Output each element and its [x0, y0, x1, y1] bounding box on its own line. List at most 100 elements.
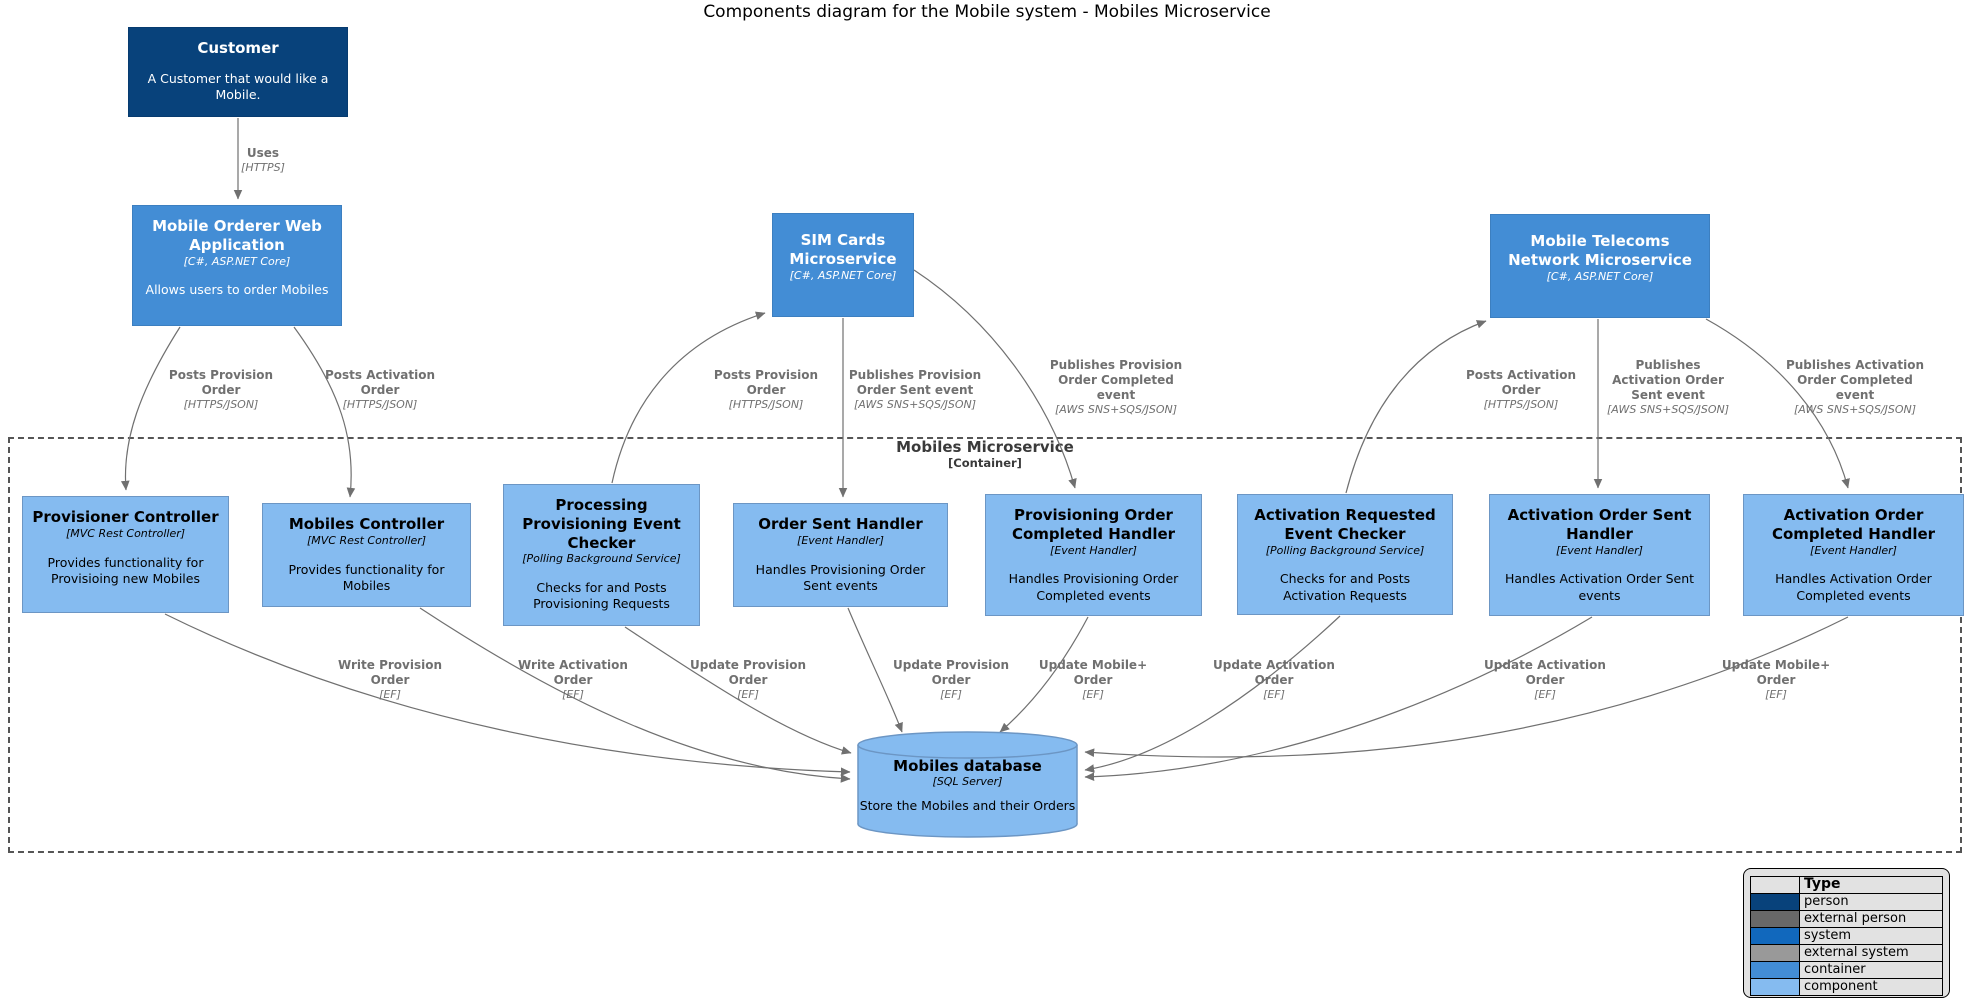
legend-header-row: Type — [1750, 876, 1943, 894]
edge-name: Posts Provision Order — [168, 368, 274, 397]
edge-name: Publishes Provision Order Completed even… — [1049, 358, 1183, 402]
edge-name: Update Activation Order — [1484, 658, 1606, 687]
edge-name: Update Mobile+ Order — [1721, 658, 1831, 687]
arrow-arec-to-db — [1084, 615, 1341, 773]
node-technology: [Event Handler] — [1556, 543, 1643, 557]
edge-tech: [EF] — [1765, 688, 1787, 701]
node-description: Provides functionality for Provisioing n… — [47, 554, 204, 586]
legend-row-system: system — [1750, 927, 1943, 945]
edge-name: Update Activation Order — [1213, 658, 1335, 687]
edge-name: Write Activation Order — [518, 658, 628, 687]
node-name: Mobile Telecoms Network Microservice — [1508, 232, 1692, 269]
node-activation-order-sent-handler: Activation Order Sent Handler [Event Han… — [1489, 494, 1710, 616]
edge-label-posts-activation-order-net: Posts Activation Order [HTTPS/JSON] — [1455, 368, 1587, 412]
node-mobile-orderer-web-application: Mobile Orderer Web Application [C#, ASP.… — [132, 205, 342, 326]
edge-tech: [AWS SNS+SQS/JSON] — [1606, 403, 1730, 416]
node-name: Provisioner Controller — [32, 508, 219, 526]
legend-swatch-external-person — [1750, 910, 1800, 928]
edge-label-publishes-activation-completed: Publishes Activation Order Completed eve… — [1783, 358, 1928, 417]
edge-label-posts-provision-order-sim: Posts Provision Order [HTTPS/JSON] — [706, 368, 826, 412]
node-sim-cards-microservice: SIM Cards Microservice [C#, ASP.NET Core… — [772, 213, 914, 317]
edge-label-uses: Uses [HTTPS] — [218, 146, 308, 175]
node-technology: [Event Handler] — [797, 533, 884, 547]
arrow-provisioner-controller-to-db — [164, 613, 851, 777]
legend-table: Type person external person system exter… — [1750, 876, 1943, 996]
edge-tech: [EF] — [562, 688, 584, 701]
edge-label-update-provision-order-2: Update Provision Order [EF] — [887, 658, 1015, 702]
node-customer: Customer A Customer that would like a Mo… — [128, 27, 348, 117]
edge-name: Publishes Activation Order Completed eve… — [1785, 358, 1925, 402]
node-mobile-telecoms-network-microservice: Mobile Telecoms Network Microservice [C#… — [1490, 214, 1710, 318]
node-technology: [C#, ASP.NET Core] — [183, 254, 291, 268]
node-name: Customer — [197, 39, 279, 57]
edge-tech: [HTTPS/JSON] — [183, 398, 259, 411]
node-description: A Customer that would like a Mobile. — [147, 70, 329, 102]
node-description: Handles Provisioning Order Completed eve… — [1008, 571, 1179, 603]
edge-label-publishes-activation-sent: Publishes Activation Order Sent event [A… — [1599, 358, 1737, 417]
node-technology: [SQL Server] — [932, 775, 1003, 788]
node-name: Processing Provisioning Event Checker — [522, 496, 681, 552]
node-name: Order Sent Handler — [758, 515, 923, 533]
arrow-ppec-to-db — [624, 626, 852, 755]
edge-tech: [HTTPS/JSON] — [728, 398, 804, 411]
node-technology: [Polling Background Service] — [522, 552, 681, 566]
legend-label-external-system: external system — [1799, 944, 1943, 962]
node-name: Activation Order Sent Handler — [1507, 506, 1692, 543]
edge-name: Posts Provision Order — [713, 368, 819, 397]
edge-tech: [AWS SNS+SQS/JSON] — [1054, 403, 1178, 416]
edge-tech: [EF] — [1534, 688, 1556, 701]
edge-name: Update Provision Order — [892, 658, 1009, 687]
arrow-order-sent-handler-to-db — [847, 607, 903, 733]
arrow-mobiles-controller-to-db — [419, 607, 851, 783]
container-boundary — [8, 437, 1962, 853]
node-name: Activation Order Completed Handler — [1771, 506, 1936, 543]
edge-label-posts-activation-order-web: Posts Activation Order [HTTPS/JSON] — [315, 368, 445, 412]
node-name: Mobiles database — [893, 757, 1042, 775]
legend-label-external-person: external person — [1799, 910, 1943, 928]
edge-label-write-provision-order: Write Provision Order [EF] — [331, 658, 449, 702]
edge-tech: [EF] — [737, 688, 759, 701]
arrow-webapp-to-mobiles-controller — [293, 326, 356, 498]
edge-tech: [EF] — [1082, 688, 1104, 701]
arrow-telecoms-to-aoch — [1705, 318, 1850, 489]
legend-label-person: person — [1799, 893, 1943, 911]
edge-name: Publishes Provision Order Sent event — [848, 368, 982, 397]
node-mobiles-controller: Mobiles Controller [MVC Rest Controller]… — [262, 503, 471, 607]
boundary-name: Mobiles Microservice — [896, 438, 1074, 456]
node-description: Handles Activation Order Completed event… — [1775, 571, 1932, 603]
edge-label-update-mobile-order-1: Update Mobile+ Order [EF] — [1032, 658, 1154, 702]
edge-label-update-activation-order-1: Update Activation Order [EF] — [1208, 658, 1340, 702]
legend-header-swatch — [1750, 876, 1800, 894]
node-name: Mobile Orderer Web Application — [152, 217, 322, 254]
node-description: Store the Mobiles and their Orders — [859, 798, 1076, 813]
legend-swatch-person — [1750, 893, 1800, 911]
node-technology: [C#, ASP.NET Core] — [1546, 269, 1654, 283]
node-activation-order-completed-handler: Activation Order Completed Handler [Even… — [1743, 494, 1964, 616]
edge-tech: [HTTPS] — [241, 161, 285, 174]
node-mobiles-database: Mobiles database [SQL Server] Store the … — [858, 757, 1077, 814]
arrow-ppec-to-sim — [611, 311, 766, 484]
edge-name: Update Mobile+ Order — [1038, 658, 1148, 687]
node-technology: [MVC Rest Controller] — [65, 526, 186, 540]
edge-tech: [HTTPS/JSON] — [1483, 398, 1559, 411]
legend-row-person: person — [1750, 893, 1943, 911]
legend-header-label: Type — [1799, 876, 1943, 894]
node-name: SIM Cards Microservice — [789, 231, 897, 268]
node-technology: [Polling Background Service] — [1265, 543, 1425, 557]
arrow-aosh-to-db — [1084, 616, 1593, 782]
container-boundary-label: Mobiles Microservice [Container] — [896, 438, 1074, 470]
arrow-aoch-to-db — [1084, 616, 1849, 758]
edge-name: Uses — [246, 146, 280, 160]
legend-row-component: component — [1750, 978, 1943, 996]
node-description: Handles Activation Order Sent events — [1504, 571, 1695, 603]
node-description: Provides functionality for Mobiles — [288, 561, 445, 593]
edge-tech: [EF] — [1263, 688, 1285, 701]
edge-name: Update Provision Order — [689, 658, 806, 687]
edge-label-posts-provision-order-web: Posts Provision Order [HTTPS/JSON] — [161, 368, 281, 412]
boundary-type: [Container] — [948, 456, 1022, 470]
node-description: Allows users to order Mobiles — [145, 282, 329, 298]
node-description: Checks for and Posts Activation Requests — [1279, 571, 1411, 603]
node-processing-provisioning-event-checker: Processing Provisioning Event Checker [P… — [503, 484, 700, 626]
node-technology: [C#, ASP.NET Core] — [789, 268, 897, 282]
